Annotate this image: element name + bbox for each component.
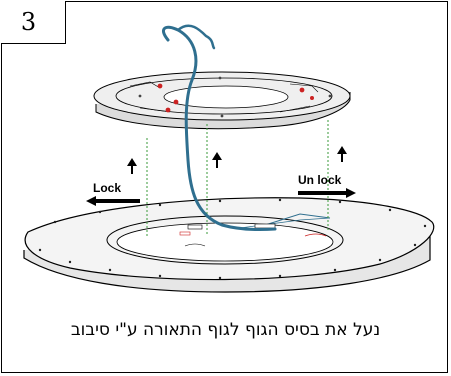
lock-label: Lock: [93, 181, 121, 195]
left-arrow-icon: [86, 196, 140, 206]
power-cable: [162, 24, 277, 231]
right-arrow-icon: [298, 188, 356, 198]
up-arrow-icon: [127, 158, 137, 174]
unlock-label: Un lock: [298, 173, 342, 187]
up-arrow-icon: [337, 146, 347, 162]
mounting-base-plate: [93, 71, 351, 130]
alignment-guides: [146, 120, 329, 236]
step-box: 3: [1, 1, 66, 44]
panel-mount-ring: [106, 213, 344, 265]
caption: נעל את בסיס הגוף לגוף התאורה ע"י סיבוב: [70, 320, 381, 340]
up-arrow-icon: [212, 152, 222, 168]
step-number: 3: [20, 8, 37, 36]
